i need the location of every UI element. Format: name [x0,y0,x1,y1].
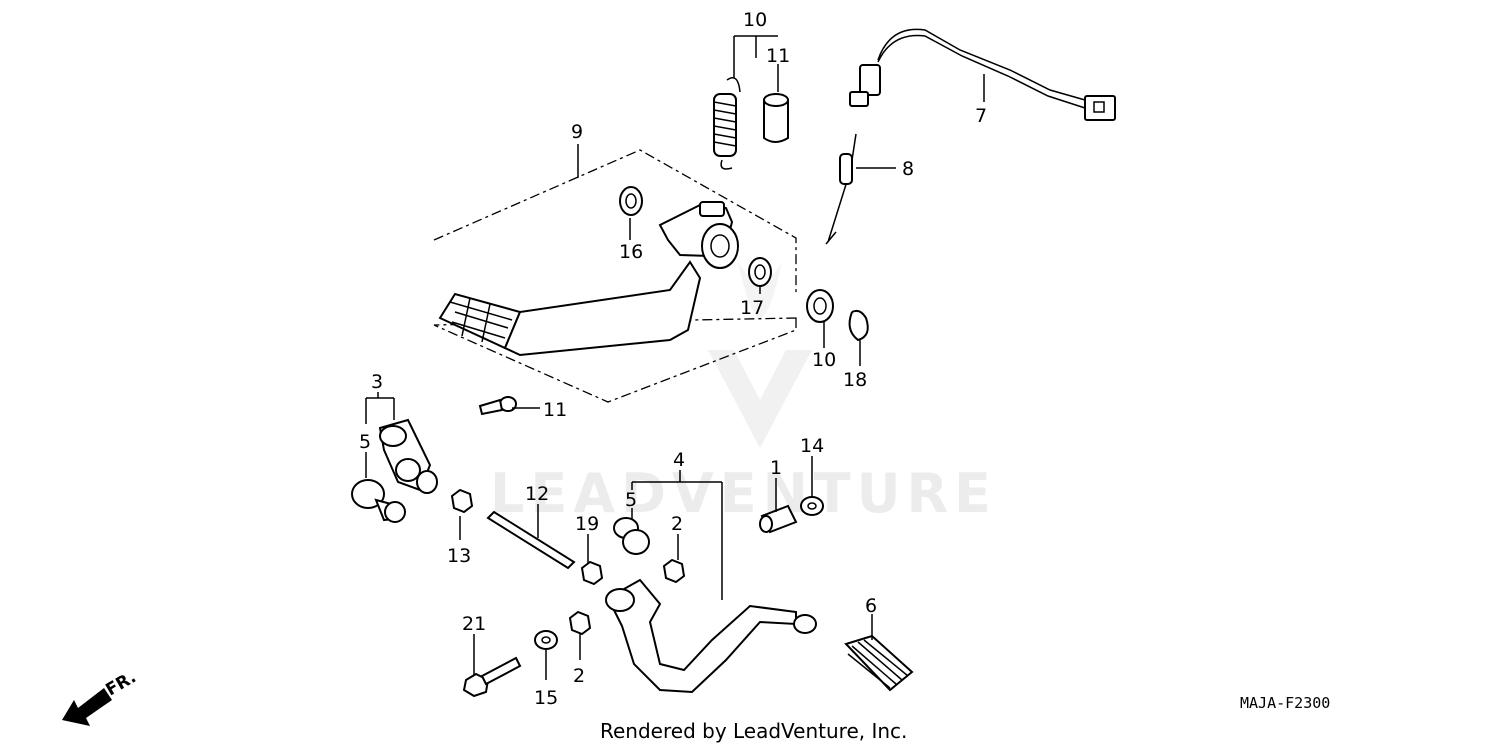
nut-2-lower [568,610,592,636]
callout-12: 10 [812,349,836,371]
brake-pedal [438,201,739,357]
washer-12 [806,289,834,323]
switch-spring [825,133,857,245]
callout-20: 18 [843,369,867,391]
nut-16 [800,496,824,516]
collar [763,93,789,143]
seal-18-upper [619,186,643,216]
stop-switch [849,28,1116,121]
callout-19: 19 [575,513,599,535]
callout-21: 21 [462,613,486,635]
callout-5-middle: 5 [625,489,637,511]
callout-3: 3 [371,371,383,393]
rod-14 [486,510,576,570]
leader-lines [365,35,985,680]
pedal-group-outline [433,149,797,403]
callout-10: 10 [743,9,767,31]
bolt-13 [478,396,517,416]
callout-6: 6 [865,595,877,617]
front-direction-arrow-icon [62,688,112,726]
callout-7: 7 [975,105,987,127]
callout-17: 15 [534,687,558,709]
callout-18-lower: 17 [740,297,764,319]
callout-15: 13 [447,545,471,567]
callout-5-left: 5 [359,431,371,453]
callout-18-upper: 16 [619,241,643,263]
circlip-20 [848,309,869,342]
rod-joint [378,418,438,494]
callout-11: 11 [766,45,790,67]
nut-15 [450,488,474,514]
watermark-text: LEADVENTURE [490,462,997,525]
callout-1: 1 [770,457,782,479]
washer-17 [534,630,558,650]
callout-14: 12 [525,483,549,505]
callout-13: 11 [543,399,567,421]
pedal-rubber-6 [844,634,914,692]
render-credit: Rendered by LeadVenture, Inc. [600,719,907,743]
callout-16: 14 [800,435,824,457]
nut-2-upper [662,558,686,584]
callout-2-lower: 2 [573,665,585,687]
pedal-spring [713,77,741,170]
callout-8: 8 [902,158,914,180]
bolt-21 [462,656,522,698]
pivot-1 [759,504,798,534]
callout-2-upper: 2 [671,513,683,535]
nut-19 [580,560,604,586]
boot-left [351,479,406,523]
callout-4: 4 [673,449,685,471]
pedal-arm-4 [605,578,817,694]
drawing-code: MAJA-F2300 [1240,694,1330,712]
boot-middle [613,517,650,555]
callout-9: 9 [571,121,583,143]
seal-18-lower [748,257,772,287]
